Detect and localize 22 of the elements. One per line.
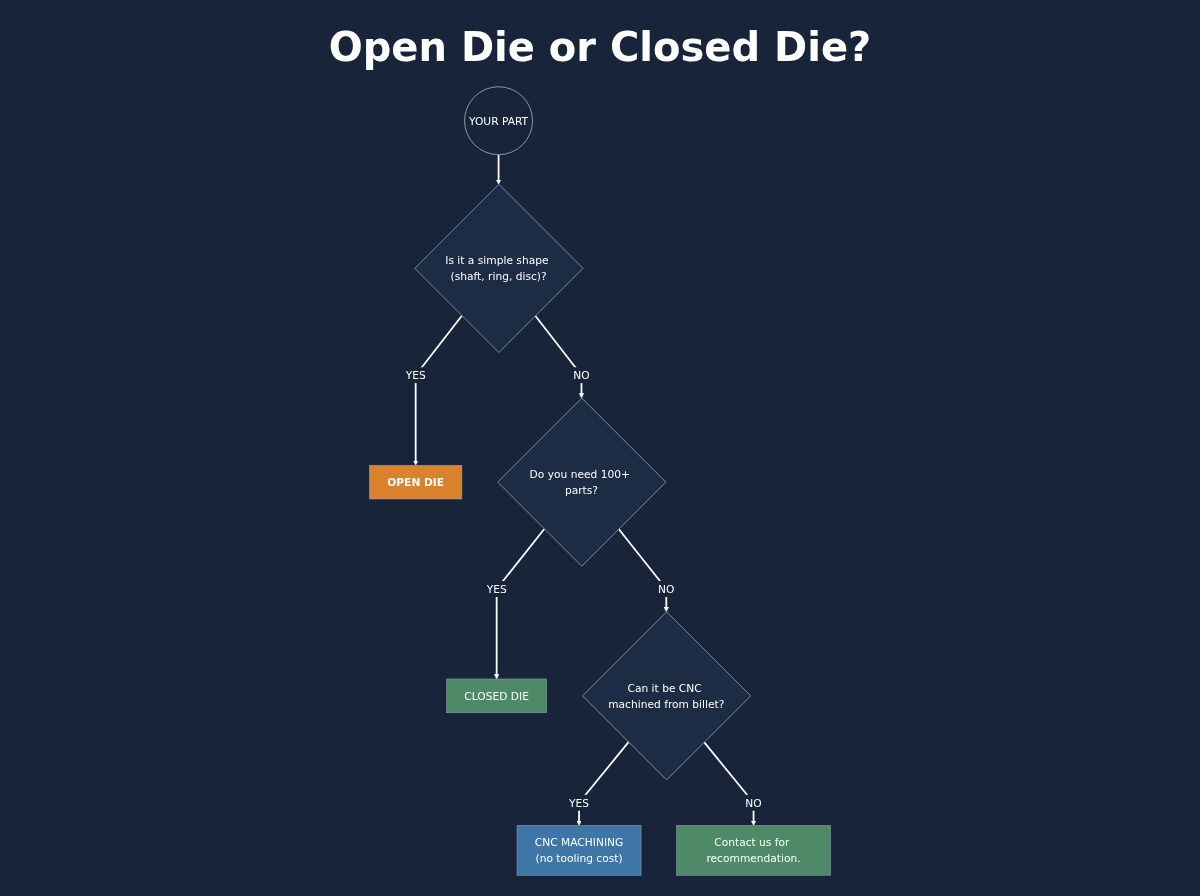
node-diamond: Do you need 100+ parts? — [497, 397, 667, 567]
node-box: Contact us for recommendation. — [676, 825, 831, 876]
node-box: CNC MACHINING (no tooling cost) — [516, 825, 642, 876]
arrow — [617, 528, 669, 613]
arrow — [494, 528, 546, 680]
node-box: OPEN DIE — [369, 464, 463, 500]
edge-label: YES — [569, 796, 590, 809]
edge-label: NO — [745, 796, 762, 809]
edge-label: YES — [405, 369, 426, 382]
edge-label: NO — [573, 369, 590, 382]
edge-label: YES — [486, 582, 507, 596]
arrow — [576, 741, 630, 826]
node-circle: YOUR PART — [464, 86, 533, 156]
diagram-title: Open Die or Closed Die? — [328, 24, 872, 70]
node-diamond: Is it a simple shape (shaft, ring, disc)? — [414, 183, 584, 353]
edge-label: NO — [658, 582, 675, 596]
node-box: CLOSED DIE — [446, 678, 547, 714]
arrow — [534, 314, 585, 399]
arrow — [413, 314, 463, 466]
arrow — [495, 153, 502, 185]
arrow — [703, 741, 757, 826]
node-diamond: Can it be CNC machined from billet? — [582, 611, 752, 781]
